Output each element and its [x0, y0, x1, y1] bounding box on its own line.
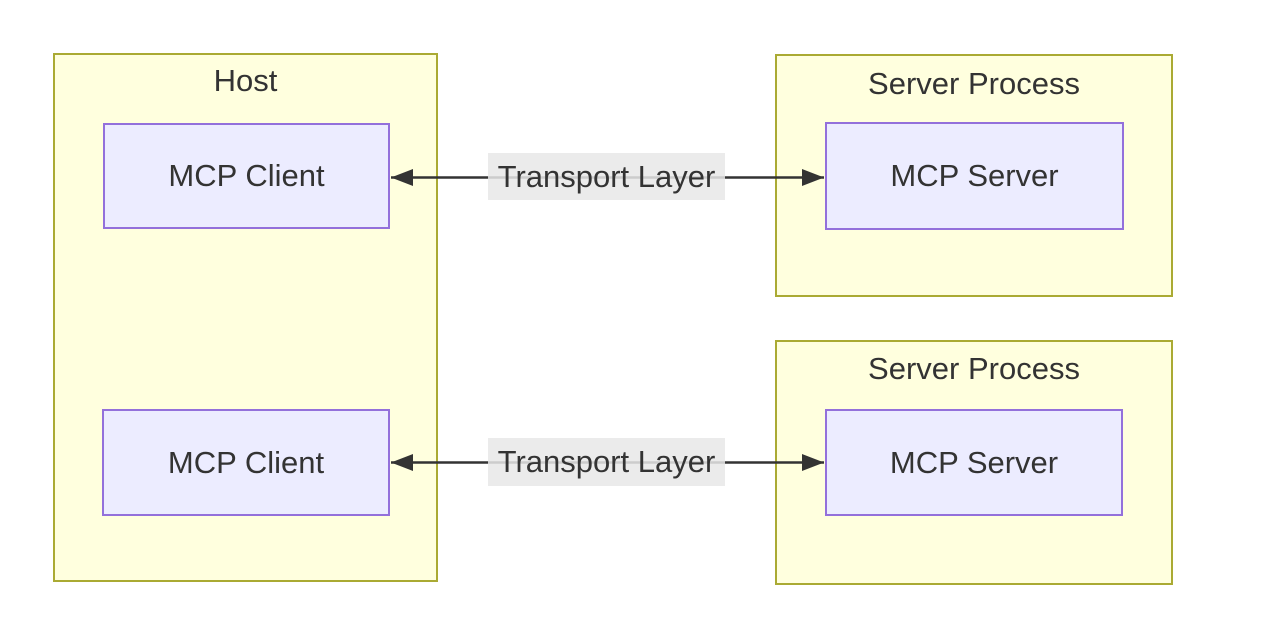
host-group-title: Host: [213, 63, 278, 98]
host-group: Host MCP Client MCP Client: [53, 53, 438, 582]
server-process-group-bottom: Server Process MCP Server: [775, 340, 1173, 585]
mcp-server-node-bottom: MCP Server: [825, 409, 1123, 516]
server-process-title-top: Server Process: [868, 66, 1080, 101]
server-process-group-top: Server Process MCP Server: [775, 54, 1173, 297]
transport-layer-label-bottom: Transport Layer: [488, 438, 725, 486]
mcp-client-node-bottom: MCP Client: [102, 409, 390, 516]
mcp-client-node-top: MCP Client: [103, 123, 390, 229]
transport-layer-label-top: Transport Layer: [488, 153, 725, 200]
server-process-title-bottom: Server Process: [868, 351, 1080, 386]
mcp-server-node-top: MCP Server: [825, 122, 1124, 230]
